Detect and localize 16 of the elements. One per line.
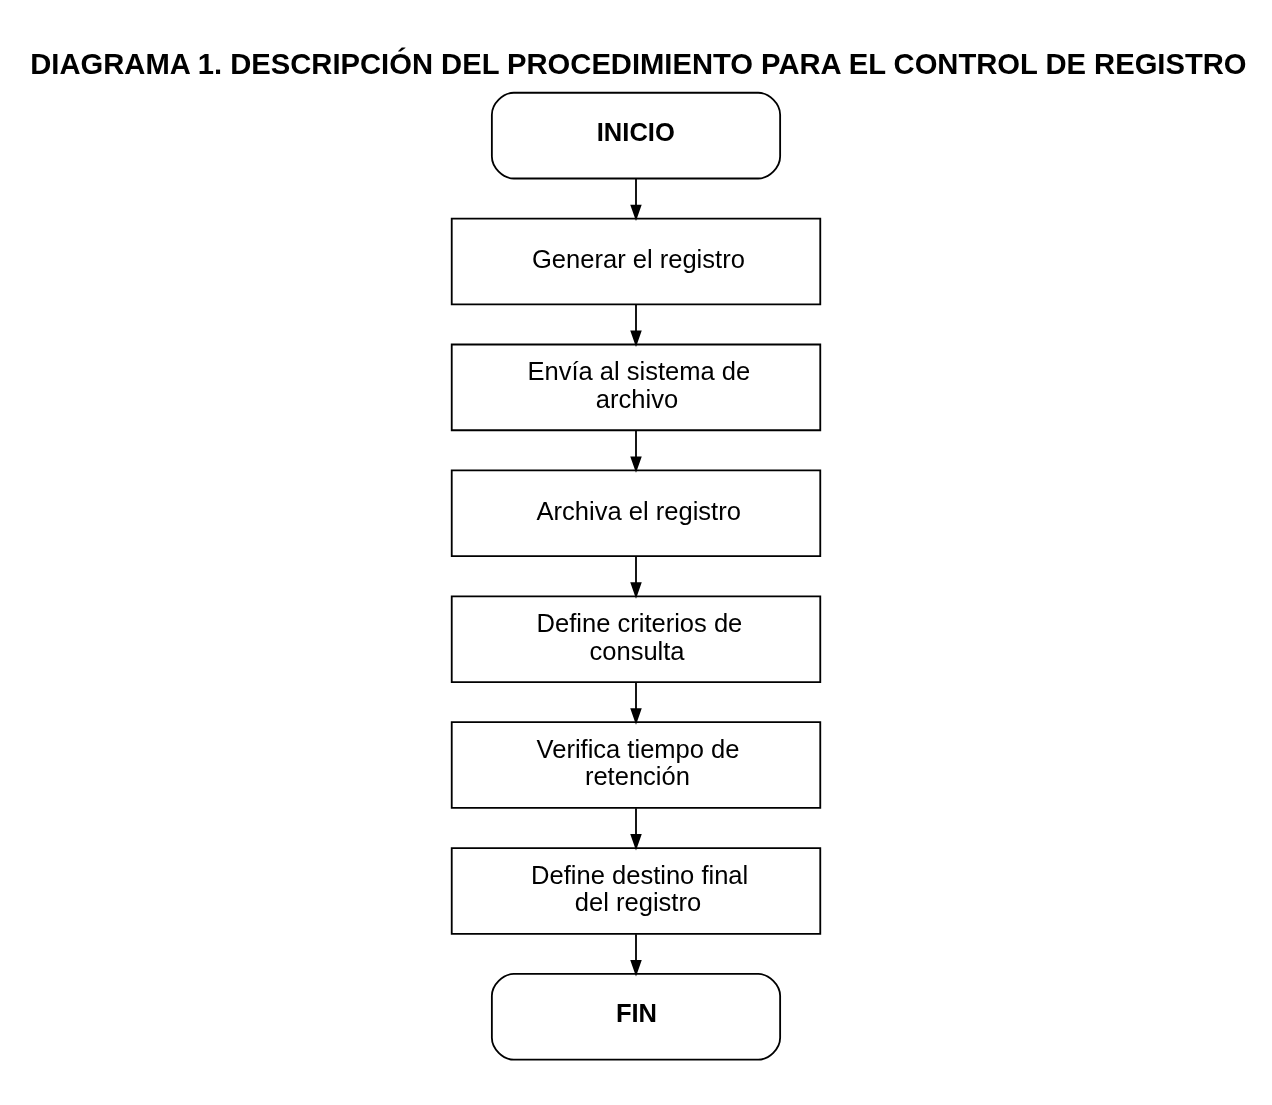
diagram-title: DIAGRAMA 1. DESCRIPCIÓN DEL PROCEDIMIENTO PARA EL CONTROL DE REGISTRO bbox=[30, 48, 1247, 81]
node-box: Archiva el registro bbox=[450, 469, 822, 558]
node-box: FIN bbox=[490, 973, 782, 1061]
arrow bbox=[630, 681, 642, 725]
arrow bbox=[630, 933, 642, 977]
arrow bbox=[630, 807, 642, 851]
node-box: Define destino final del registro bbox=[450, 847, 822, 935]
node-box: Verifica tiempo de retención bbox=[450, 721, 822, 809]
arrow bbox=[630, 177, 642, 222]
arrow bbox=[630, 555, 642, 599]
node-box: Generar el registro bbox=[450, 217, 822, 306]
node-box: INICIO bbox=[490, 91, 782, 180]
node-box: Define criterios de consulta bbox=[450, 595, 822, 683]
arrow bbox=[630, 303, 642, 347]
arrow bbox=[630, 429, 642, 473]
node-box: Envía al sistema de archivo bbox=[450, 343, 822, 432]
